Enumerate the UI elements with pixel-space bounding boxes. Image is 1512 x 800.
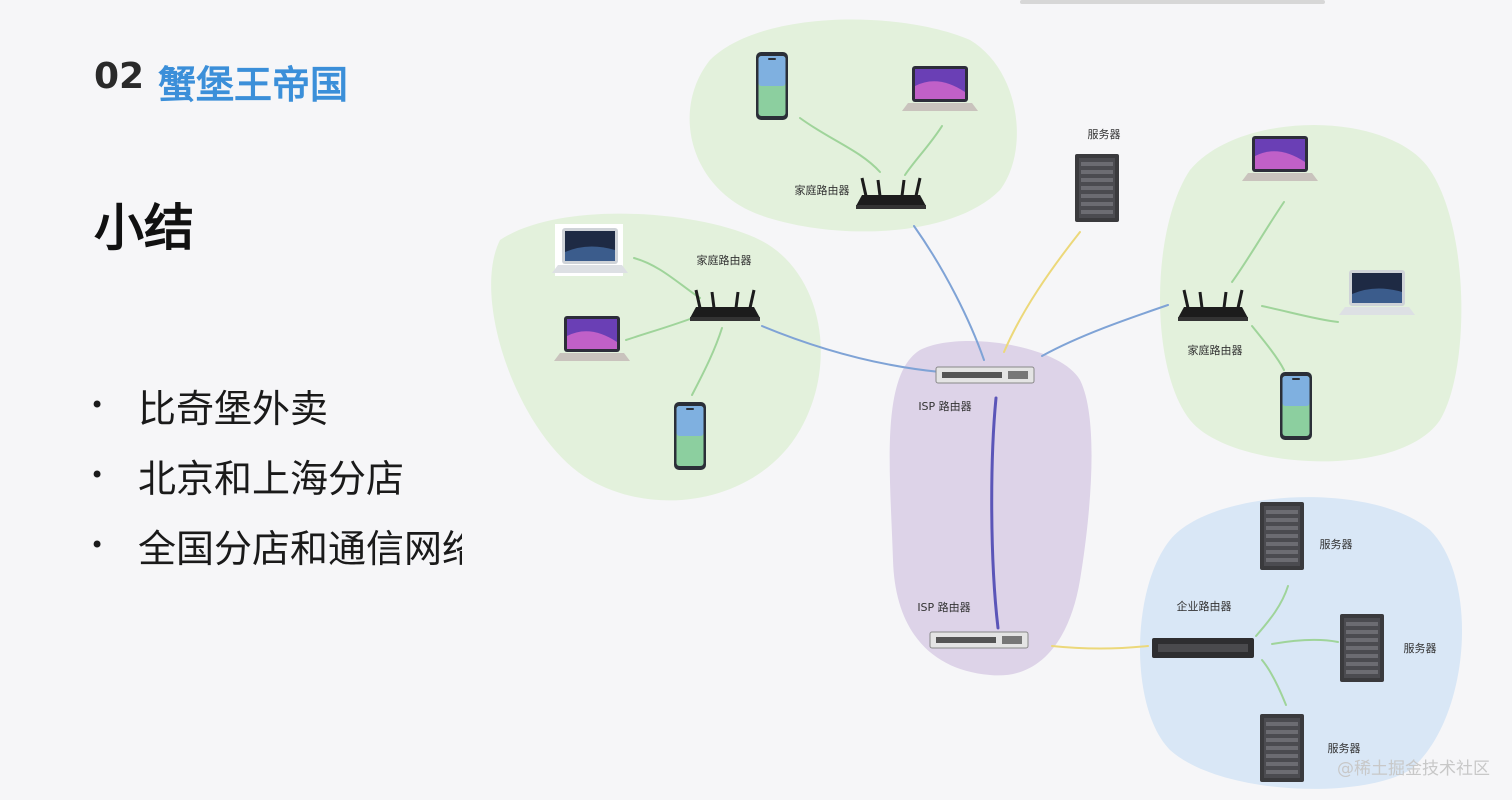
laptop-icon [902,66,978,111]
link [761,325,941,373]
isp-router-label: ISP 路由器 [918,399,971,413]
isp-router-icon [935,366,1035,384]
laptop-icon [552,228,628,273]
link [691,327,723,396]
server-label: 服务器 [1320,538,1353,551]
home-zone-right [1160,125,1462,462]
link [913,225,985,361]
phone-icon [1280,372,1312,440]
isp-router-icon [929,631,1029,649]
bullet-dot-icon: • [90,531,105,559]
links [625,117,1339,706]
bullet-text: 比奇堡外卖 [138,386,329,431]
home-router-label: 家庭路由器 [795,183,850,197]
server-icon [1340,614,1384,682]
server-label: 服务器 [1404,642,1437,655]
home-router-label: 家庭路由器 [697,253,752,267]
link [990,396,1000,630]
bullet-dot-icon: • [90,461,105,489]
bullet-text: 全国分店和通信网络 [138,526,462,571]
link [1051,645,1149,650]
bullet-text: 北京和上海分店 [138,456,405,501]
link [904,125,943,176]
slide-heading: 小结 [94,199,194,257]
laptop-icon [1242,136,1318,181]
link [1251,325,1285,371]
enterprise-zone [1140,497,1463,789]
home-zone-top [689,19,1017,232]
link [1271,638,1339,645]
home-router-label: 家庭路由器 [1188,343,1243,357]
bullet-item: • 比奇堡外卖 [90,370,462,440]
phone-icon [756,52,788,120]
server-label: 服务器 [1088,128,1121,141]
link [1231,201,1285,283]
top-edge-bar [1020,0,1325,4]
enterprise-router-icon [1152,638,1254,658]
home-zone-left [491,213,821,501]
server-icon [1075,154,1119,222]
phone-icon [674,402,706,470]
link [1261,659,1287,706]
link [633,257,701,299]
link [799,117,881,173]
server-icon [1260,502,1304,570]
section-title: 蟹堡王帝国 [158,63,349,107]
section-number: 02 [94,56,145,97]
link [1041,304,1169,357]
link [1255,585,1289,637]
laptop-icon [554,316,630,361]
isp-router-label: ISP 路由器 [917,600,970,614]
server-icon [1260,714,1304,782]
bullet-list: • 比奇堡外卖 • 北京和上海分店 • 全国分店和通信网络 [90,370,462,580]
link [1003,231,1081,353]
link [1261,305,1339,323]
enterprise-router-label: 企业路由器 [1177,599,1232,613]
laptop-icon [1339,270,1415,315]
bullet-dot-icon: • [90,391,105,419]
bullet-item: • 北京和上海分店 [90,440,462,510]
watermark-text: @稀土掘金技术社区 [1337,759,1490,779]
bullet-item: • 全国分店和通信网络 [90,510,462,580]
server-label: 服务器 [1328,742,1361,755]
